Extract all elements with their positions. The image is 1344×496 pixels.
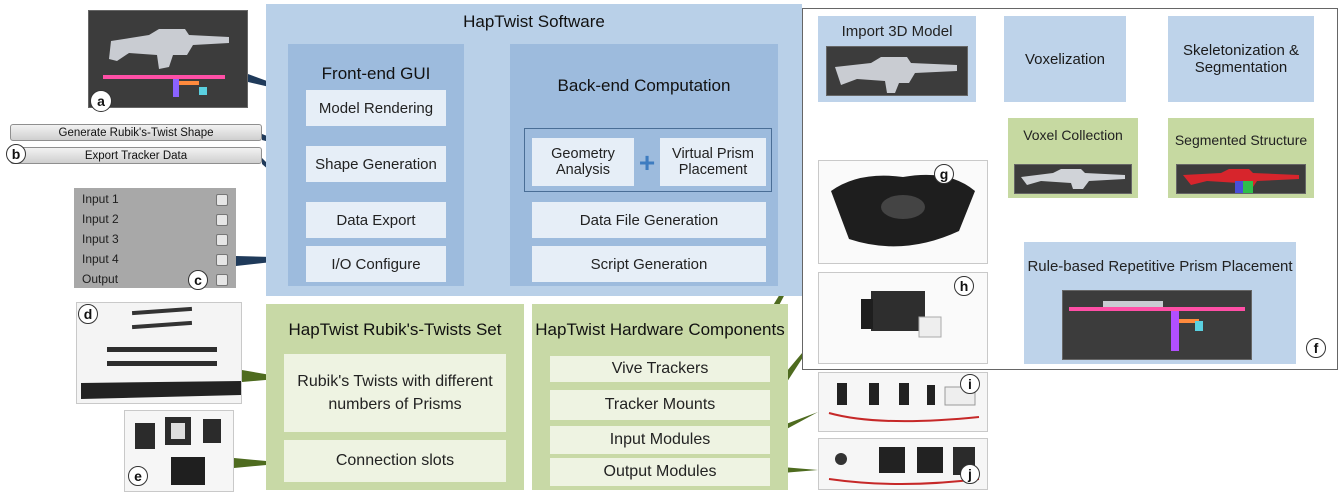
label-e: e [128,466,148,486]
backend-title: Back-end Computation [557,76,731,95]
label-d: d [78,304,98,324]
virtual-prism-node: Virtual Prism Placement [660,138,766,186]
segmented-thumbnail [1176,164,1306,194]
shape-generation-node: Shape Generation [306,146,446,182]
hardware-title: HapTwist Hardware Components [535,320,785,340]
label-a: a [90,90,112,112]
twists-image [81,306,241,399]
label-h: h [954,276,974,296]
label-c: c [188,270,208,290]
connector-e [234,458,288,468]
voxel-collection-box: Voxel Collection [1008,118,1138,198]
io-checkbox[interactable] [216,194,228,206]
io-configure-node: I/O Configure [306,246,446,282]
vive-tracker-image [831,174,975,247]
voxel-collection-label: Voxel Collection [1023,127,1123,143]
voxel-thumbnail [1014,164,1132,194]
frontend-title: Front-end GUI [321,64,431,83]
plus-sign: + [638,147,656,178]
segmented-structure-box: Segmented Structure [1168,118,1314,198]
connection-slots-node: Connection slots [284,440,506,482]
segmented-structure-label: Segmented Structure [1174,132,1308,148]
label-f: f [1306,338,1326,358]
io-checkbox[interactable] [216,234,228,246]
label-j: j [960,464,980,484]
model-render-thumbnail [88,10,248,108]
output-modules-image [828,447,980,485]
voxel-rifle-image [1021,169,1125,189]
output-modules-node: Output Modules [550,458,770,486]
io-checkbox[interactable] [216,254,228,266]
io-row-label: Output [82,272,119,286]
script-generation-node: Script Generation [532,246,766,282]
twists-node: Rubik's Twists with different numbers of… [284,354,506,432]
output-modules-photo [818,438,988,490]
geometry-analysis-node: Geometry Analysis [532,138,634,186]
label-b: b [6,144,26,164]
data-file-node: Data File Generation [532,202,766,238]
rifle-image [835,57,957,93]
model-rendering-node: Model Rendering [306,90,446,126]
data-export-node: Data Export [306,202,446,238]
export-tracker-button[interactable]: Export Tracker Data [10,147,262,164]
import-model-box: Import 3D Model [818,16,976,102]
rubiks-title: HapTwist Rubik's-Twists Set [288,320,502,339]
import-model-thumbnail [826,46,968,96]
io-row-label: Input 4 [82,252,119,266]
rule-based-thumbnail [1062,290,1252,360]
io-row-label: Input 1 [82,192,119,206]
io-checkbox[interactable] [216,274,228,286]
rule-based-box: Rule-based Repetitive Prism Placement [1024,242,1296,364]
prism-placement-image [1069,301,1245,351]
twists-photo [76,302,242,404]
input-modules-image [828,383,980,423]
vive-tracker-photo [818,160,988,264]
import-model-label: Import 3D Model [841,22,953,40]
io-row-label: Input 3 [82,232,119,246]
rule-based-label: Rule-based Repetitive Prism Placement [1027,257,1293,275]
label-i: i [960,374,980,394]
tracker-mounts-node: Tracker Mounts [550,390,770,420]
rifle-preview-image [103,29,229,97]
skeleton-box: Skeletonization & Segmentation [1168,16,1314,102]
io-row-label: Input 2 [82,212,119,226]
io-checkbox[interactable] [216,214,228,226]
segmented-rifle-image [1183,169,1299,193]
backend-group-frame [524,128,772,192]
tracker-mount-image [861,291,942,338]
input-modules-node: Input Modules [550,426,770,454]
generate-shape-button[interactable]: Generate Rubik's-Twist Shape [10,124,262,141]
vive-trackers-node: Vive Trackers [550,356,770,382]
label-g: g [934,164,954,184]
io-config-panel: Input 1 Input 2 Input 3 Input 4 Output [74,188,236,288]
software-title: HapTwist Software [463,12,605,31]
slots-image [135,417,221,485]
voxelization-box: Voxelization [1004,16,1126,102]
input-modules-photo [818,372,988,432]
